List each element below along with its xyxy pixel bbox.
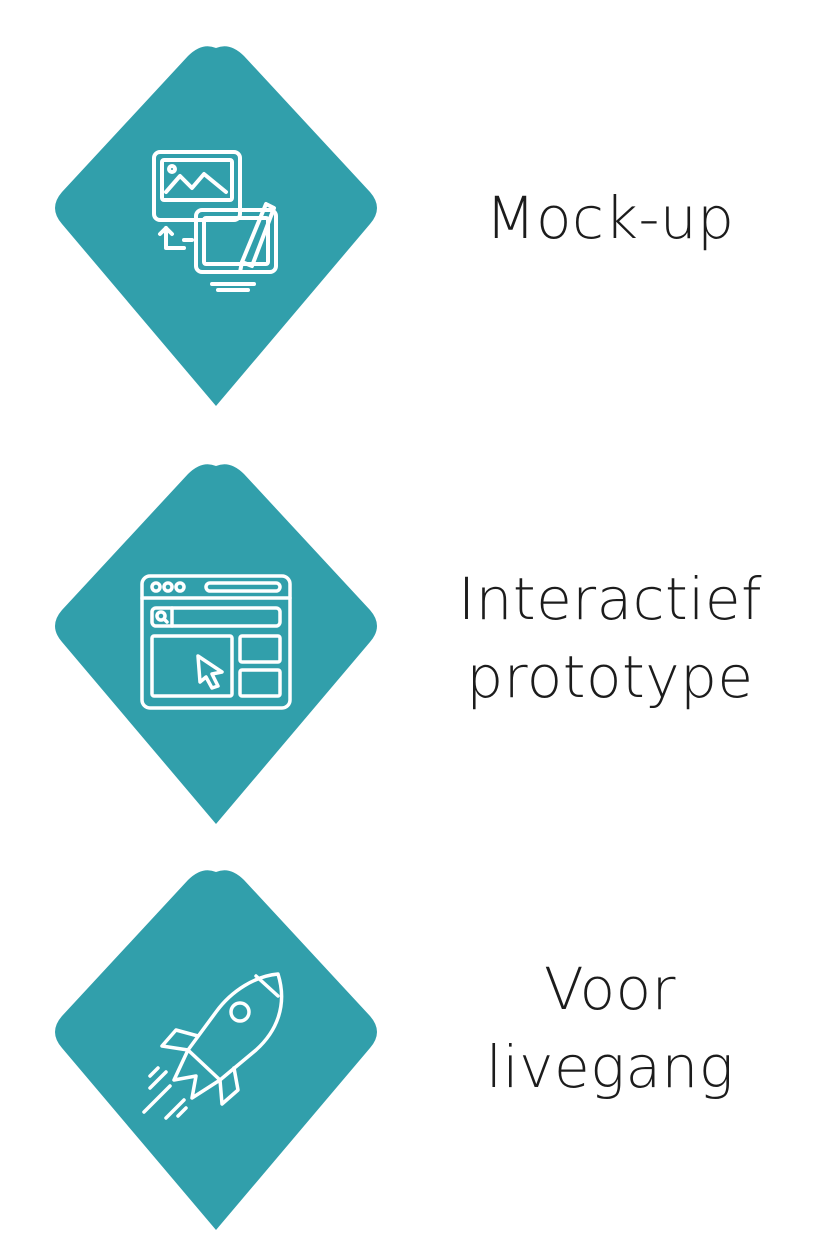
step-mockup: Mock-up — [0, 42, 828, 406]
diamond-shape — [55, 870, 377, 1230]
step-label-line: livegang — [485, 1033, 735, 1101]
step-label-line: prototype — [466, 643, 754, 711]
diamond-badge — [50, 42, 382, 406]
mockup-design-icon — [152, 150, 278, 292]
step-label-line: Voor — [544, 955, 676, 1023]
diamond-shape — [55, 464, 377, 824]
diamond-badge — [50, 866, 382, 1230]
step-label: Mock-up — [430, 179, 790, 257]
step-label-line: Mock-up — [485, 184, 735, 252]
step-label-line: Interactief — [457, 565, 763, 633]
step-label: Voor livegang — [430, 950, 790, 1106]
step-prototype: Interactief prototype — [0, 460, 828, 824]
step-launch: Voor livegang — [0, 866, 828, 1230]
diamond-badge — [50, 460, 382, 824]
rocket-launch-icon — [142, 972, 284, 1120]
diamond-shape — [55, 46, 377, 406]
step-label: Interactief prototype — [430, 560, 790, 716]
browser-prototype-icon — [140, 574, 292, 710]
